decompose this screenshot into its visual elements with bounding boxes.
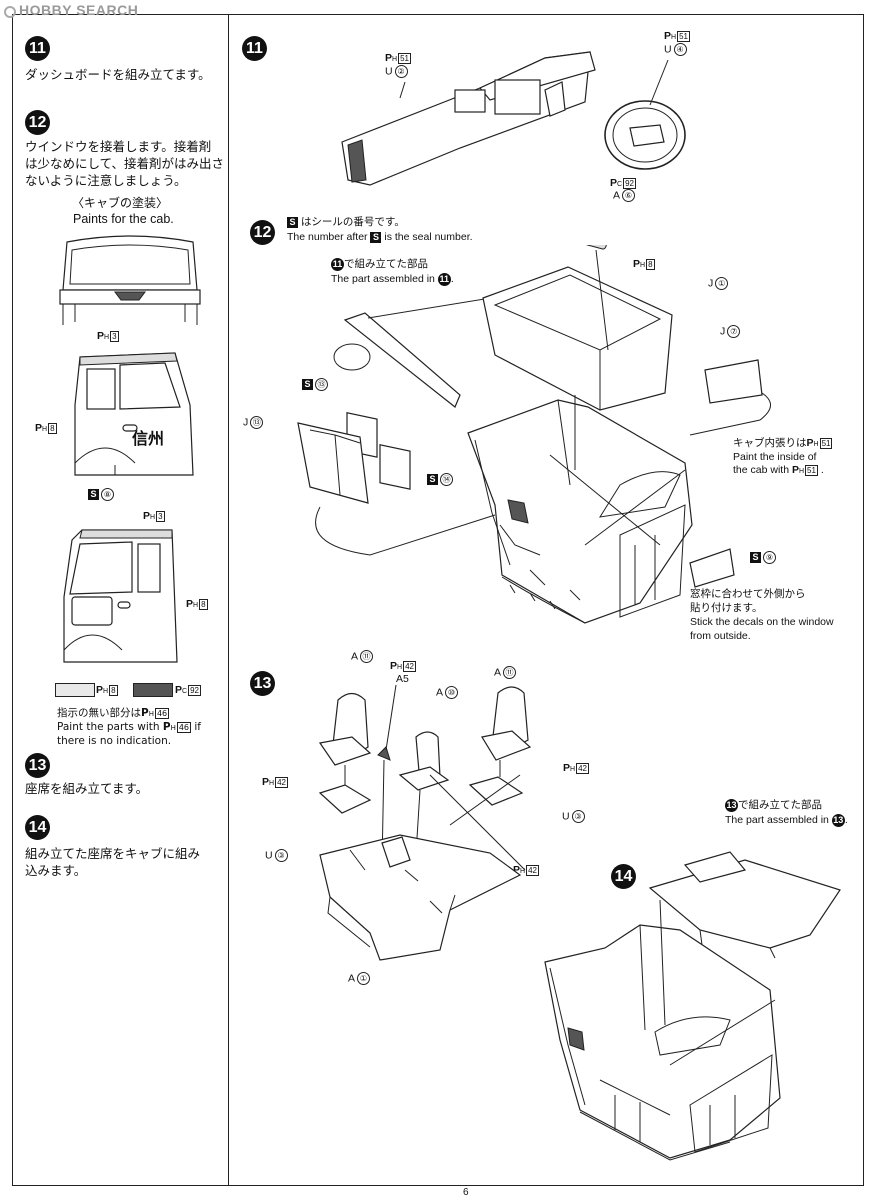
- left-step-11-badge: 11: [25, 36, 50, 61]
- cab-front-drawing: [59, 235, 201, 325]
- final-cab-assembly-drawing: [544, 851, 841, 1161]
- cab-paint-title-en: Paints for the cab.: [73, 212, 174, 226]
- seat-assembly-drawing: [318, 684, 532, 961]
- right-step-11-badge: 11: [242, 36, 267, 61]
- cab-side-text: 信州: [132, 429, 165, 448]
- cab-other-side-drawing: [63, 529, 178, 663]
- cab-window-assembly-drawing: [297, 245, 771, 624]
- dark-gray-swatch: [133, 683, 173, 697]
- light-gray-swatch: [55, 683, 95, 697]
- left-step-14-badge: 14: [25, 815, 50, 840]
- hobby-search-logo: HOBBY SEARCH: [4, 2, 138, 18]
- window-decal-jp-2: 貼り付けます。: [690, 602, 763, 614]
- left-step-11-text: ダッシュボードを組み立てます。: [25, 67, 211, 82]
- dashboard-drawing: [341, 51, 686, 186]
- column-divider: [228, 14, 229, 1186]
- page-number: 6: [463, 1187, 469, 1198]
- assembled-11-en: The part assembled in 11.: [331, 273, 454, 286]
- right-step-14-badge: 14: [611, 864, 636, 889]
- page-frame: [12, 14, 864, 1186]
- logo-mark-icon: [4, 6, 16, 18]
- left-step-13-text: 座席を組み立てます。: [25, 781, 149, 796]
- window-decal-en-1: Stick the decals on the window: [690, 616, 834, 628]
- left-step-14-line1: 組み立てた座席をキャブに組み: [25, 846, 201, 861]
- cab-paint-title-jp: 〈キャブの塗装〉: [72, 196, 169, 210]
- left-step-14-line2: 込みます。: [25, 863, 87, 878]
- window-decal-jp-1: 窓枠に合わせて外側から: [690, 588, 806, 600]
- left-step-12-line1: ウインドウを接着します。接着剤: [25, 139, 212, 154]
- assembled-13-en: The part assembled in 13.: [725, 814, 848, 827]
- legend-note-en-3: there is no indication.: [57, 735, 172, 747]
- interior-note-en-1: Paint the inside of: [733, 451, 817, 463]
- right-step-13-badge: 13: [250, 671, 275, 696]
- left-step-13-badge: 13: [25, 753, 50, 778]
- left-step-12-badge: 12: [25, 110, 50, 135]
- left-step-12-line2: は少なめにして、接着剤がはみ出さ: [25, 156, 225, 171]
- seal-note-en: The number after S is the seal number.: [287, 231, 473, 243]
- window-decal-en-2: from outside.: [690, 630, 751, 642]
- right-step-12-badge: 12: [250, 220, 275, 245]
- cab-side-drawing: [74, 352, 194, 476]
- seal-note-jp: S はシールの番号です。: [287, 216, 405, 228]
- left-step-12-line3: ないように注意しましょう。: [25, 173, 187, 188]
- lever-a5-label: A5: [396, 673, 409, 685]
